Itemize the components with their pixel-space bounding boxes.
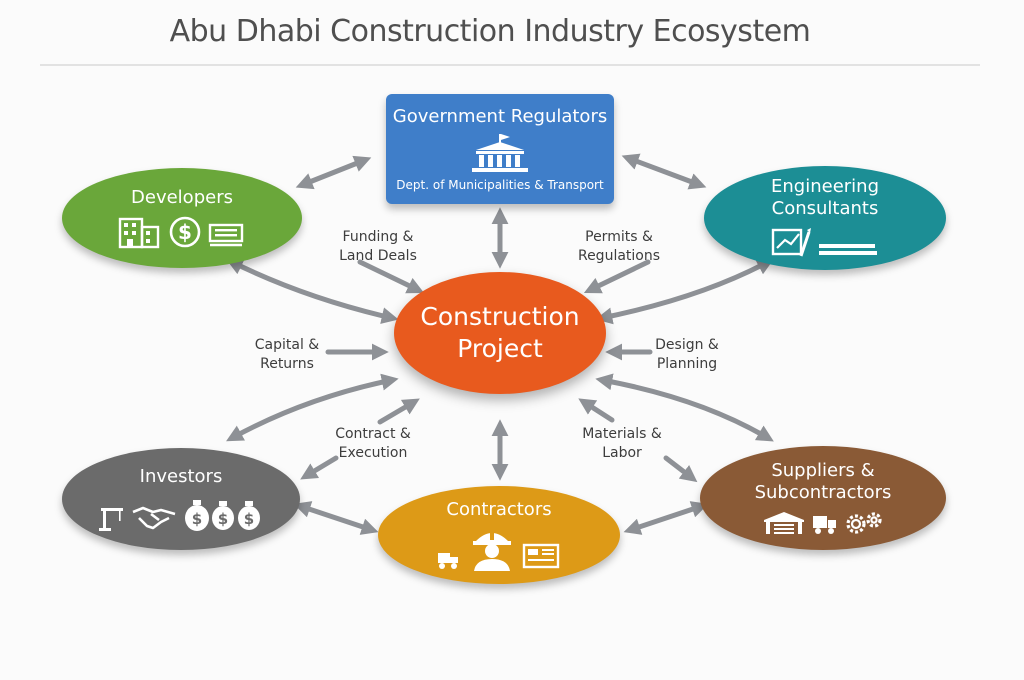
arrow-eng-proj [595, 258, 775, 325]
svg-text:$: $ [192, 510, 202, 528]
worker-hardhat-icon [473, 531, 511, 571]
truck-icon [813, 516, 836, 534]
project-label-line1: Construction [420, 302, 580, 331]
svg-text:$: $ [218, 510, 228, 528]
svg-text:$: $ [178, 220, 192, 244]
arrow-materials-in [578, 398, 615, 423]
flow-label-permits: Permits & Regulations [577, 229, 661, 264]
gears-icon [846, 512, 882, 534]
construction-project-node: Construction Project [394, 272, 606, 394]
crane-icon [99, 508, 123, 531]
investors-node: Investors [62, 448, 300, 550]
project-label-line2: Project [457, 334, 543, 363]
flow-label-funding: Funding & Land Deals [339, 229, 417, 264]
handshake-icon [132, 506, 176, 530]
arrow-contract-out [300, 455, 339, 480]
arrow-sup-proj [595, 373, 774, 442]
government-building-icon [472, 134, 528, 172]
arrow-inv-proj [226, 373, 399, 442]
warehouse-icon [764, 512, 804, 534]
flow-label-capital: Capital & Returns [254, 337, 320, 372]
machinery-icon [438, 553, 458, 569]
developers-label: Developers [131, 187, 233, 208]
arrow-dev-gov [295, 155, 372, 190]
arrow-contract-in [377, 398, 420, 425]
arrow-materials-out [663, 455, 698, 483]
cash-stack-icon [208, 223, 244, 247]
contractors-label: Contractors [446, 499, 552, 520]
suppliers-subcontractors-node: Suppliers & Subcontractors [700, 446, 946, 550]
dollar-coin-icon: $ [169, 216, 201, 248]
suppliers-label-line1: Suppliers & [771, 460, 875, 481]
arrow-gov-eng [621, 153, 707, 190]
engineering-label-line1: Engineering [771, 176, 879, 197]
blueprint-icon [522, 543, 560, 569]
flow-label-design: Design & Planning [655, 337, 719, 372]
arrow-con-sup [623, 501, 709, 535]
engineering-label-line2: Consultants [771, 198, 879, 219]
government-regulators-node: Government Regulators Dept. of Municipal… [386, 94, 614, 204]
page-title: Abu Dhabi Construction Industry Ecosyste… [169, 14, 811, 49]
svg-text:$: $ [244, 510, 254, 528]
arrow-dev-proj [225, 258, 399, 324]
suppliers-label-line2: Subcontractors [754, 482, 892, 503]
contractors-node: Contractors [378, 486, 620, 584]
money-bags-icon: $ $ $ [185, 500, 260, 531]
investors-label: Investors [139, 466, 223, 487]
title-divider [40, 64, 980, 66]
office-building-icon [118, 217, 160, 249]
flow-label-materials: Materials & Labor [582, 426, 662, 461]
arrow-permits [583, 259, 651, 294]
flow-label-contract: Contract & Execution [335, 426, 411, 461]
government-regulators-subtitle: Dept. of Municipalities & Transport [396, 178, 604, 192]
developers-node: Developers $ [62, 168, 302, 268]
government-regulators-label: Government Regulators [392, 106, 608, 127]
engineering-consultants-node: Engineering Consultants [704, 166, 946, 270]
arrow-funding [357, 259, 425, 294]
arrow-inv-con [293, 501, 379, 535]
stacked-plans-icon [819, 244, 877, 255]
blueprint-chart-icon [771, 228, 811, 257]
